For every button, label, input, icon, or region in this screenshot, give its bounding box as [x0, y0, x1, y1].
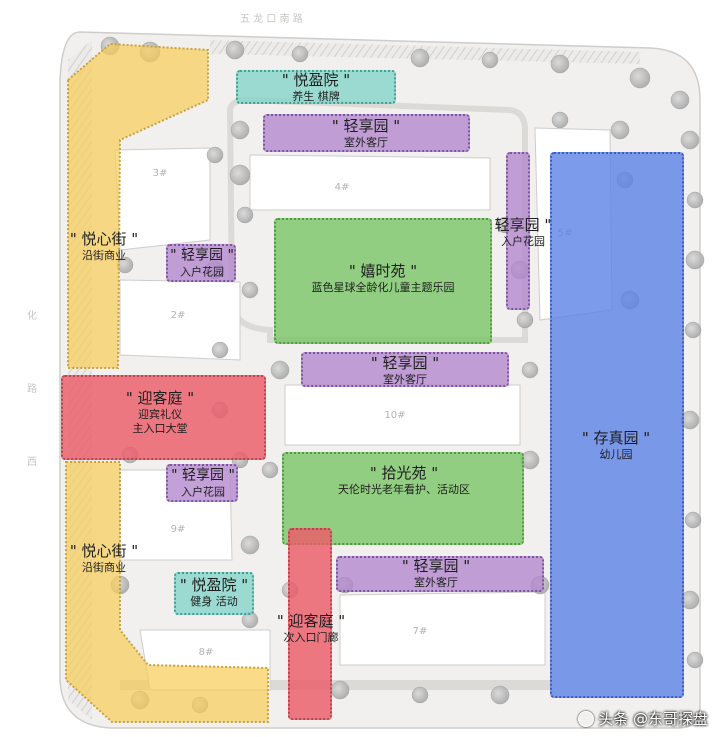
road-name-north: 五 龙 口 南 路	[240, 12, 303, 25]
label-qingxiang-south: " 轻享园 " 室外客厅	[402, 557, 470, 590]
label-yuexin-north: " 悦心街 " 沿街商业	[70, 230, 138, 263]
label-xishi-title: " 嬉时苑 "	[348, 261, 418, 280]
label-qingxiang-west-entry-1: " 轻享园 " 入户花园	[170, 247, 234, 278]
label-qingxiang-south-sub: 室外客厅	[414, 575, 458, 589]
label-yingke-secondary: " 迎客庭 " 次入口门廊	[277, 612, 345, 645]
watermark-icon	[578, 710, 595, 727]
label-yuexin-south-sub: 沿街商业	[82, 560, 126, 574]
building-label-7: 7#	[413, 626, 428, 637]
zone-yueying-north[interactable]	[236, 70, 396, 104]
label-yueying-north-title: " 悦盈院 "	[281, 70, 351, 89]
label-yingke-main-title: " 迎客庭 "	[125, 388, 195, 407]
zone-qingxiang-mid[interactable]	[301, 352, 509, 387]
label-cunzhen: " 存真园 " 幼儿园	[582, 429, 650, 462]
label-qingxiang-east-entry-sub: 入户花园	[500, 234, 545, 248]
label-qingxiang-north-title: " 轻享园 "	[331, 116, 401, 135]
label-yingke-main-sub: 迎宾礼仪	[138, 407, 182, 421]
label-cunzhen-title: " 存真园 "	[581, 428, 651, 447]
label-xishi-sub: 蓝色星球全龄化儿童主题乐园	[311, 280, 455, 294]
zone-qingxiang-east-entry[interactable]	[506, 152, 530, 310]
building-label-3: 3#	[153, 168, 168, 179]
label-qingxiang-east-entry-title: 轻享园 "	[494, 215, 552, 234]
watermark: 头条 @东哥探盘	[578, 708, 708, 729]
zone-qingxiang-west-entry-1[interactable]	[166, 244, 236, 282]
label-shiguang: " 拾光苑 " 天伦时光老年看护、活动区	[338, 464, 470, 497]
label-yuexin-north-title: " 悦心街 "	[69, 229, 139, 248]
label-yueying-north-sub: 养生 棋牌	[292, 89, 340, 103]
label-qingxiang-mid-title: " 轻享园 "	[370, 353, 440, 372]
label-yuexin-north-sub: 沿街商业	[82, 248, 126, 262]
label-qingxiang-mid: " 轻享园 " 室外客厅	[371, 354, 439, 387]
building-7	[339, 591, 546, 666]
road-name-west: 化 路 西	[25, 309, 37, 497]
zone-yingke-main[interactable]	[61, 375, 266, 460]
zone-cunzhen[interactable]	[550, 152, 684, 698]
label-qingxiang-west-entry-2: " 轻享园 " 入户花园	[171, 467, 235, 498]
zone-yueying-south[interactable]	[174, 572, 254, 615]
zone-yingke-secondary[interactable]	[288, 528, 332, 720]
building-label-8: 8#	[199, 647, 214, 658]
label-shiguang-sub: 天伦时光老年看护、活动区	[338, 482, 470, 496]
label-cunzhen-sub: 幼儿园	[599, 447, 633, 461]
label-qingxiang-mid-sub: 室外客厅	[383, 372, 427, 386]
zone-qingxiang-north[interactable]	[263, 114, 470, 152]
label-qingxiang-west-entry-2-sub: 入户花园	[181, 484, 225, 498]
building-label-9: 9#	[171, 524, 186, 535]
label-yuexin-south-title: " 悦心街 "	[69, 541, 139, 560]
label-qingxiang-west-entry-1-title: " 轻享园 "	[170, 247, 234, 264]
building-label-10: 10#	[384, 410, 405, 421]
label-yingke-secondary-sub: 次入口门廊	[283, 630, 339, 644]
building-label-2: 2#	[171, 310, 186, 321]
building-4	[249, 154, 491, 211]
label-yueying-south-title: " 悦盈院 "	[179, 575, 249, 594]
zone-qingxiang-west-entry-2[interactable]	[166, 464, 238, 502]
label-xishi: " 嬉时苑 " 蓝色星球全龄化儿童主题乐园	[312, 262, 455, 295]
label-qingxiang-east-entry: 轻享园 " 入户花园	[495, 216, 552, 249]
label-yuexin-south: " 悦心街 " 沿街商业	[70, 542, 138, 575]
label-qingxiang-north-sub: 室外客厅	[344, 135, 388, 149]
label-yueying-north: " 悦盈院 " 养生 棋牌	[282, 71, 350, 104]
label-yueying-south: " 悦盈院 " 健身 活动	[180, 576, 248, 609]
label-yueying-south-sub: 健身 活动	[190, 594, 238, 608]
label-qingxiang-south-title: " 轻享园 "	[401, 556, 471, 575]
label-yingke-main-sub2: 主入口大堂	[132, 421, 188, 435]
label-qingxiang-west-entry-2-title: " 轻享园 "	[171, 467, 235, 484]
label-yingke-secondary-title: " 迎客庭 "	[276, 611, 346, 630]
watermark-text: 头条 @东哥探盘	[598, 710, 708, 728]
zone-qingxiang-south[interactable]	[336, 556, 544, 592]
label-shiguang-title: " 拾光苑 "	[369, 463, 439, 482]
label-qingxiang-north: " 轻享园 " 室外客厅	[332, 117, 400, 150]
building-label-4: 4#	[335, 182, 350, 193]
zone-xishi[interactable]	[274, 218, 492, 344]
label-yingke-main: " 迎客庭 " 迎宾礼仪 主入口大堂	[126, 389, 194, 435]
label-qingxiang-west-entry-1-sub: 入户花园	[180, 264, 224, 278]
